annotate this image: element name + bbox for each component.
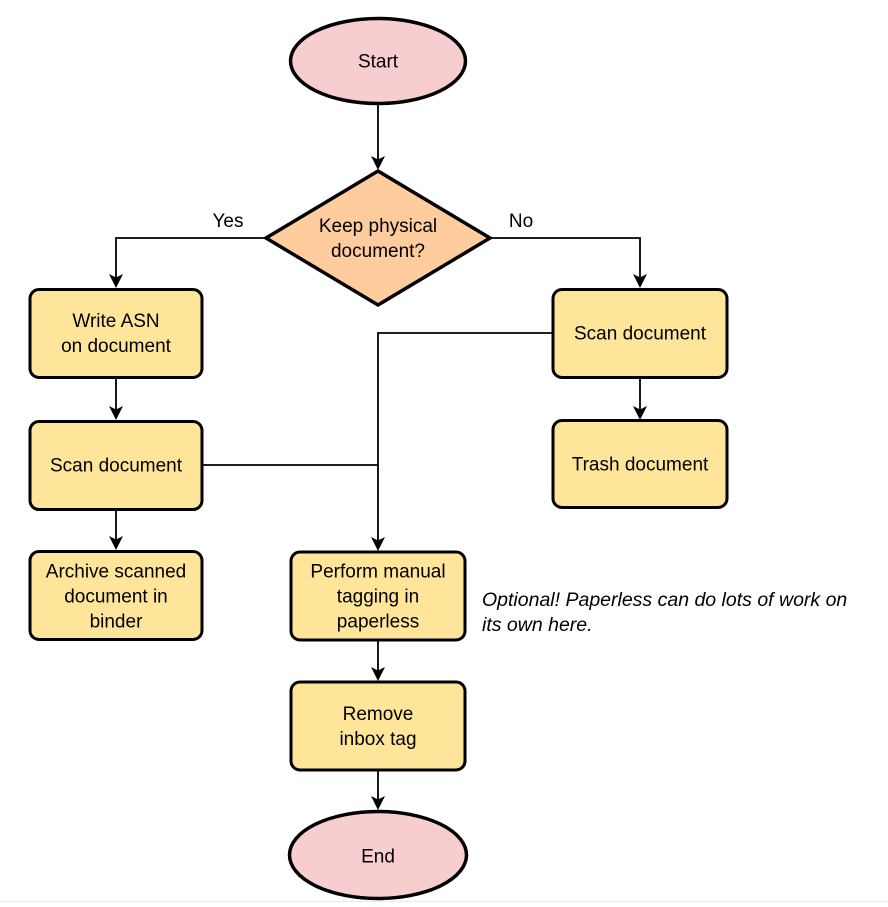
start-terminator-shape bbox=[288, 16, 468, 106]
trash-process-shape bbox=[551, 419, 729, 509]
arrowhead-into-remove-inbox bbox=[371, 667, 385, 681]
edge-decision-no-scan-right bbox=[490, 237, 641, 279]
scan-left-process-shape bbox=[28, 420, 204, 511]
arrowhead-into-decision bbox=[371, 156, 385, 170]
bottom-divider bbox=[0, 901, 888, 902]
scan-right-process-shape bbox=[551, 288, 729, 379]
edge-label-yes: Yes bbox=[212, 211, 244, 232]
decision-diamond-shape bbox=[262, 168, 494, 308]
arrowhead-into-perform-tagging bbox=[371, 537, 385, 551]
arrowhead-into-write-asn bbox=[109, 274, 123, 288]
perform-tagging-process-shape bbox=[289, 550, 467, 642]
edge-label-no: No bbox=[508, 211, 534, 232]
arrowhead-into-archive bbox=[109, 536, 123, 550]
edge-decision-yes-write-asn bbox=[115, 237, 266, 279]
edge-scan-right-perform-tagging bbox=[377, 332, 553, 542]
edges-layer bbox=[115, 103, 641, 801]
arrowhead-into-trash bbox=[633, 406, 647, 420]
archive-process-shape bbox=[28, 550, 204, 641]
optional-annotation: Optional! Paperless can do lots of work … bbox=[482, 589, 848, 636]
arrowheads-layer bbox=[109, 156, 647, 810]
remove-inbox-process-shape bbox=[289, 680, 467, 772]
nodes-layer bbox=[28, 16, 729, 901]
end-terminator-shape bbox=[287, 809, 469, 901]
write-asn-process-shape bbox=[28, 288, 204, 379]
arrowhead-into-end bbox=[371, 796, 385, 810]
arrowhead-into-scan-left bbox=[109, 406, 123, 420]
arrowhead-into-scan-right bbox=[633, 274, 647, 288]
